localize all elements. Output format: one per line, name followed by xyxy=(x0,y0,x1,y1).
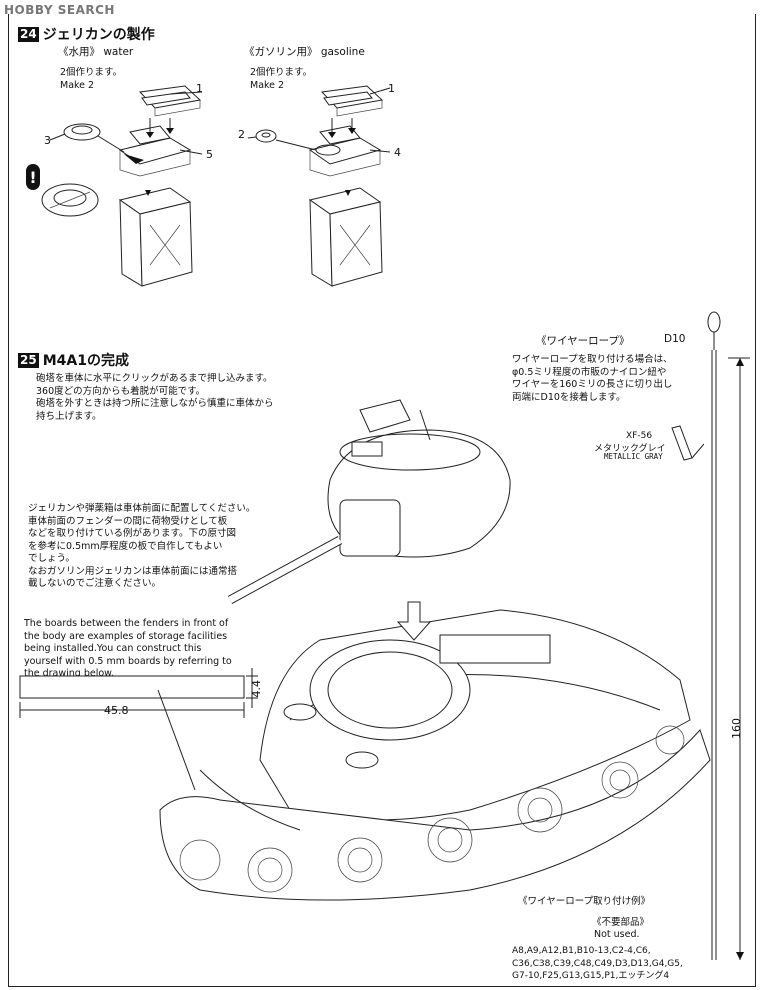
water-part-1: 1 xyxy=(196,82,203,95)
water-part-3: 3 xyxy=(44,134,51,147)
wire-rope-note: ワイヤーロープを取り付ける場合は、 φ0.5ミリ程度の市販のナイロン紐や ワイヤ… xyxy=(512,354,673,403)
jerrycan-placement-note-en: The boards between the fenders in front … xyxy=(24,618,232,679)
jerrycan-placement-note-jp: ジェリカンや弾薬箱は車体前面に配置してください。 車体前面のフェンダーの間に荷物… xyxy=(28,503,256,589)
wire-rope-heading: 《ワイヤーロープ》 xyxy=(536,335,630,347)
step-24-title-text: ジェリカンの製作 xyxy=(42,27,155,43)
watermark: HOBBY SEARCH xyxy=(4,3,115,17)
paint-pointer xyxy=(671,425,704,461)
gasoline-jerrycan-diagram xyxy=(247,85,391,287)
gasoline-part-4: 4 xyxy=(394,146,401,159)
wire-rope-example-label: 《ワイヤーロープ取り付け例》 xyxy=(518,896,651,907)
step-24-number: 24 xyxy=(18,26,39,42)
water-part-5: 5 xyxy=(206,148,213,161)
paint-name-en: METALLIC GRAY xyxy=(604,452,663,461)
water-jerrycan-diagram: ! xyxy=(26,85,203,287)
page-frame xyxy=(8,14,756,987)
paint-code: XF-56 xyxy=(626,431,653,441)
board-drawing xyxy=(19,668,258,718)
not-used-heading-en: Not used. xyxy=(594,929,640,940)
water-heading: 《水用》 water xyxy=(58,46,134,58)
step-25-number: 25 xyxy=(18,352,39,368)
step-25-title: 25 M4A1の完成 xyxy=(18,350,129,370)
wire-rope-part-label: D10 xyxy=(664,333,686,345)
wire-rope-drawing xyxy=(707,311,750,960)
step-24-title: 24 ジェリカンの製作 xyxy=(18,24,155,44)
gasoline-part-2: 2 xyxy=(238,128,245,141)
step-25-title-text: M4A1の完成 xyxy=(42,353,129,369)
not-used-parts-list: A8,A9,A12,B1,B10-13,C2-4,C6, C36,C38,C39… xyxy=(512,946,683,981)
gasoline-heading: 《ガソリン用》 gasoline xyxy=(244,46,365,58)
m4a1-tank-diagram xyxy=(157,399,711,901)
board-width-dimension: 45.8 xyxy=(104,704,129,717)
svg-text:!: ! xyxy=(29,168,36,187)
gasoline-note: 2個作ります。 Make 2 xyxy=(250,67,313,91)
water-note: 2個作ります。 Make 2 xyxy=(60,67,123,91)
gasoline-part-1: 1 xyxy=(388,82,395,95)
not-used-heading-jp: 《不要部品》 xyxy=(592,917,650,928)
paint-name-jp: メタリックグレイ xyxy=(594,444,666,454)
turret-note: 砲塔を車体に水平にクリックがあるまで押し込みます。 360度どの方向からも着脱が… xyxy=(36,373,274,422)
wire-rope-length: 160 xyxy=(730,718,743,739)
